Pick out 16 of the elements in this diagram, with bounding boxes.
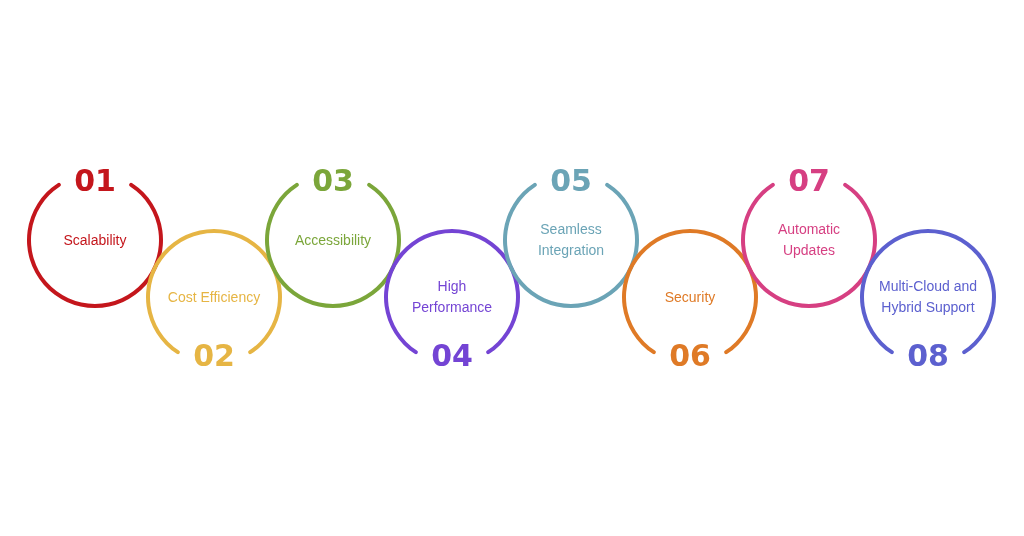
- step-number: 04: [430, 339, 474, 373]
- step-label: Multi-Cloud and Hybrid Support: [878, 277, 978, 317]
- step-number: 05: [549, 164, 593, 198]
- step-number: 08: [906, 339, 950, 373]
- step-label: Scalability: [62, 230, 128, 250]
- step-label: Security: [663, 287, 717, 307]
- step-number: 01: [73, 164, 117, 198]
- step-label: Seamless Integration: [536, 220, 606, 260]
- step-number: 07: [787, 164, 831, 198]
- step-label: Automatic Updates: [776, 220, 842, 260]
- step-label: Accessibility: [293, 230, 373, 250]
- step-number: 06: [668, 339, 712, 373]
- step-number: 02: [192, 339, 236, 373]
- step-number: 03: [311, 164, 355, 198]
- step-label: Cost Efficiency: [166, 287, 262, 307]
- step-label: High Performance: [410, 277, 494, 317]
